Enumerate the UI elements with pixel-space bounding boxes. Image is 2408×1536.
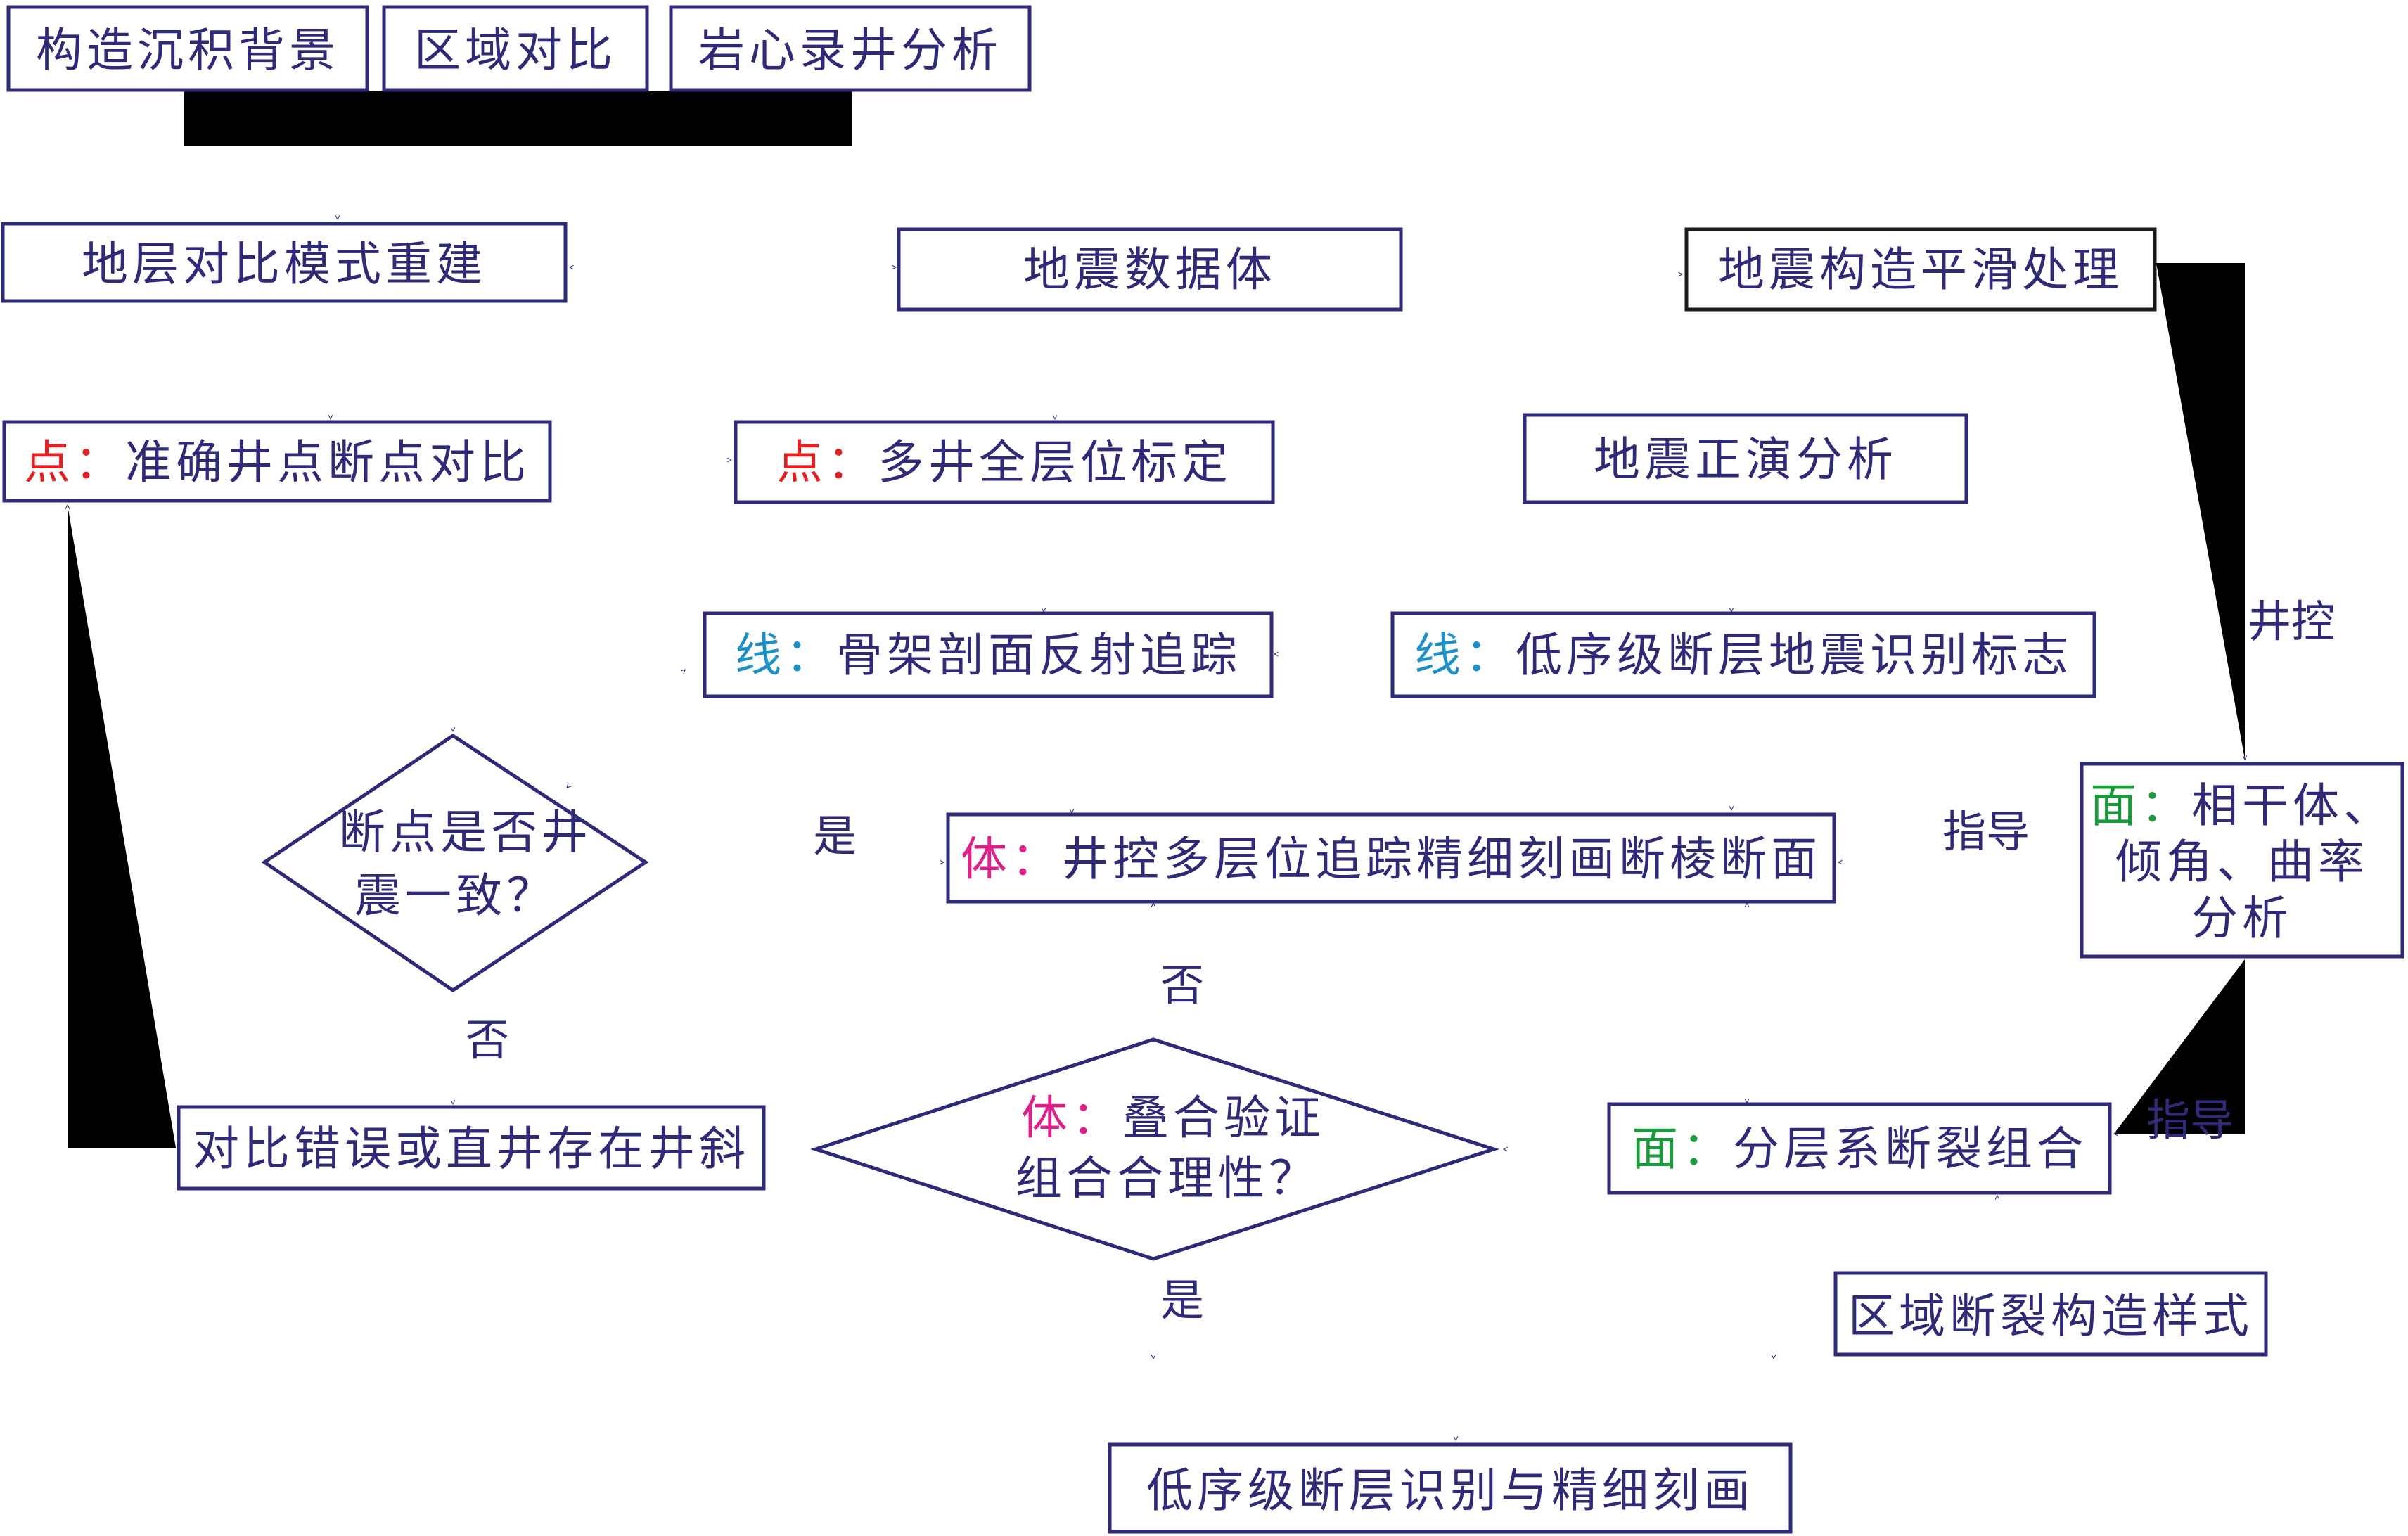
node-point-fault-compare: 点：准确井点断点对比 [2,420,552,503]
node-seismic-volume: 地震数据体 [897,227,1403,312]
label-guide-1: 指导 [1942,806,2030,857]
node-seismic-smoothing: 地震构造平滑处理 [1684,227,2157,312]
svg-text:点：多井全层位标定: 点：多井全层位标定 [776,435,1232,489]
edge-labels: 井控 是 否 指导 否 指导 是 [466,596,2335,1326]
node-surface-fault-combo: 面：分层系断裂组合 [1607,1102,2112,1195]
svg-text:倾角、曲率: 倾角、曲率 [2115,835,2369,889]
edge-background-merge [184,91,852,146]
node-decision-validation: 体：叠合验证 组合合理性？ [809,1037,1500,1261]
node-line-fault-marks: 线：低序级断层地震识别标志 [1390,611,2096,698]
prefix-surface: 面： [1632,1122,1733,1176]
node-decision-consistency: 断点是否井 震一致？ [261,733,649,993]
svg-text:地震正演分析: 地震正演分析 [1594,433,1897,487]
svg-text:构造沉积背景: 构造沉积背景 [36,23,340,77]
node-regional-comparison: 区域对比 [382,5,649,92]
prefix-volume: 体： [1021,1091,1122,1145]
edge-skeleton-decision-bidirectional [567,670,685,788]
svg-text:分析: 分析 [2191,891,2293,945]
node-surface-analysis: 面：相干体、 倾角、曲率 分析 [2080,762,2404,959]
edges [68,91,2245,1440]
svg-text:低序级断层识别与精细刻画: 低序级断层识别与精细刻画 [1146,1464,1754,1518]
prefix-line: 线： [1414,628,1516,682]
svg-text:地震数据体: 地震数据体 [1023,243,1276,297]
svg-text:点：准确井点断点对比: 点：准确井点断点对比 [24,435,530,489]
node-point-horizon-calib: 点：多井全层位标定 [734,420,1275,504]
label-yes-2: 是 [1160,1274,1204,1326]
svg-text:组合合理性？: 组合合理性？ [1016,1151,1319,1205]
svg-text:区域断裂构造样式: 区域断裂构造样式 [1848,1289,2253,1343]
svg-text:岩心录井分析: 岩心录井分析 [698,23,1002,77]
svg-text:区域对比: 区域对比 [414,23,617,77]
prefix-volume: 体： [961,832,1062,886]
node-line-skeleton-track: 线：骨架剖面反射追踪 [703,611,1274,698]
label-well-control: 井控 [2248,596,2335,647]
node-core-log-analysis: 岩心录井分析 [669,5,1032,92]
svg-text:震一致？: 震一致？ [354,869,557,923]
svg-text:地震构造平滑处理: 地震构造平滑处理 [1718,243,2123,297]
edge-smoothing-to-surface [2156,263,2245,760]
node-tectonic-background: 构造沉积背景 [6,5,369,92]
svg-text:体：井控多层位追踪精细刻画断棱断面: 体：井控多层位追踪精细刻画断棱断面 [961,832,1821,886]
node-regional-fault-style: 区域断裂构造样式 [1833,1271,2268,1357]
prefix-line: 线： [735,628,836,682]
label-yes-1: 是 [813,810,857,862]
svg-text:断点是否井: 断点是否井 [339,805,592,859]
svg-text:面：分层系断裂组合: 面：分层系断裂组合 [1632,1122,2087,1176]
label-no-2: 否 [1160,959,1204,1011]
edge-seismic-to-smoothing [1402,271,1682,274]
label-guide-2: 指导 [2146,1094,2234,1146]
svg-text:线：低序级断层地震识别标志: 线：低序级断层地震识别标志 [1414,628,2073,682]
prefix-surface: 面： [2090,779,2191,833]
edge-surface-guide-to-combo [2114,959,2245,1134]
label-no-1: 否 [466,1014,509,1065]
prefix-point: 点： [776,435,878,489]
node-final-result: 低序级断层识别与精细刻画 [1108,1442,1793,1534]
node-error-or-deviation: 对比错误或直井存在井斜 [177,1105,766,1191]
svg-text:地层对比模式重建: 地层对比模式重建 [82,237,487,291]
node-forward-modeling: 地震正演分析 [1523,413,1968,504]
node-strat-model-rebuild: 地层对比模式重建 [1,222,568,303]
svg-text:对比错误或直井存在井斜: 对比错误或直井存在井斜 [193,1122,750,1176]
svg-text:面：相干体、: 面：相干体、 [2090,779,2394,833]
svg-text:线：骨架剖面反射追踪: 线：骨架剖面反射追踪 [735,628,1241,682]
edge-error-back-to-point [68,505,176,1148]
node-volume-fine-carving: 体：井控多层位追踪精细刻画断棱断面 [946,812,1836,904]
svg-text:体：叠合验证: 体：叠合验证 [1021,1091,1325,1145]
prefix-point: 点： [24,435,125,489]
